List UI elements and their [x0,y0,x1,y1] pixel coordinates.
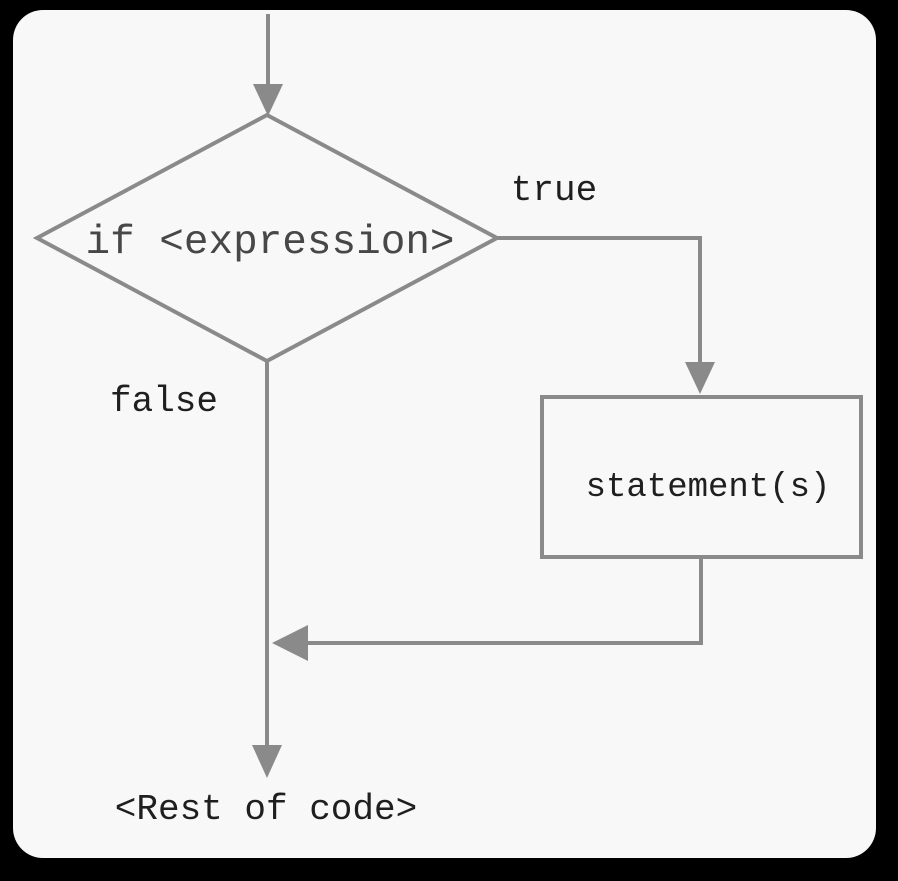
decision-label: if <expression> [85,220,454,266]
true-branch-label: true [511,170,597,211]
true-flow-line [497,236,702,364]
merge-arrowhead-left-icon [272,625,308,661]
true-arrowhead-down-icon [685,362,715,394]
process-exit-flow-line [306,557,703,645]
entry-arrowhead-down-icon [253,84,283,116]
end-arrowhead-down-icon [252,745,282,778]
end-label: <Rest of code> [115,789,417,830]
process-label: statement(s) [586,469,831,507]
false-branch-label: false [110,381,218,422]
